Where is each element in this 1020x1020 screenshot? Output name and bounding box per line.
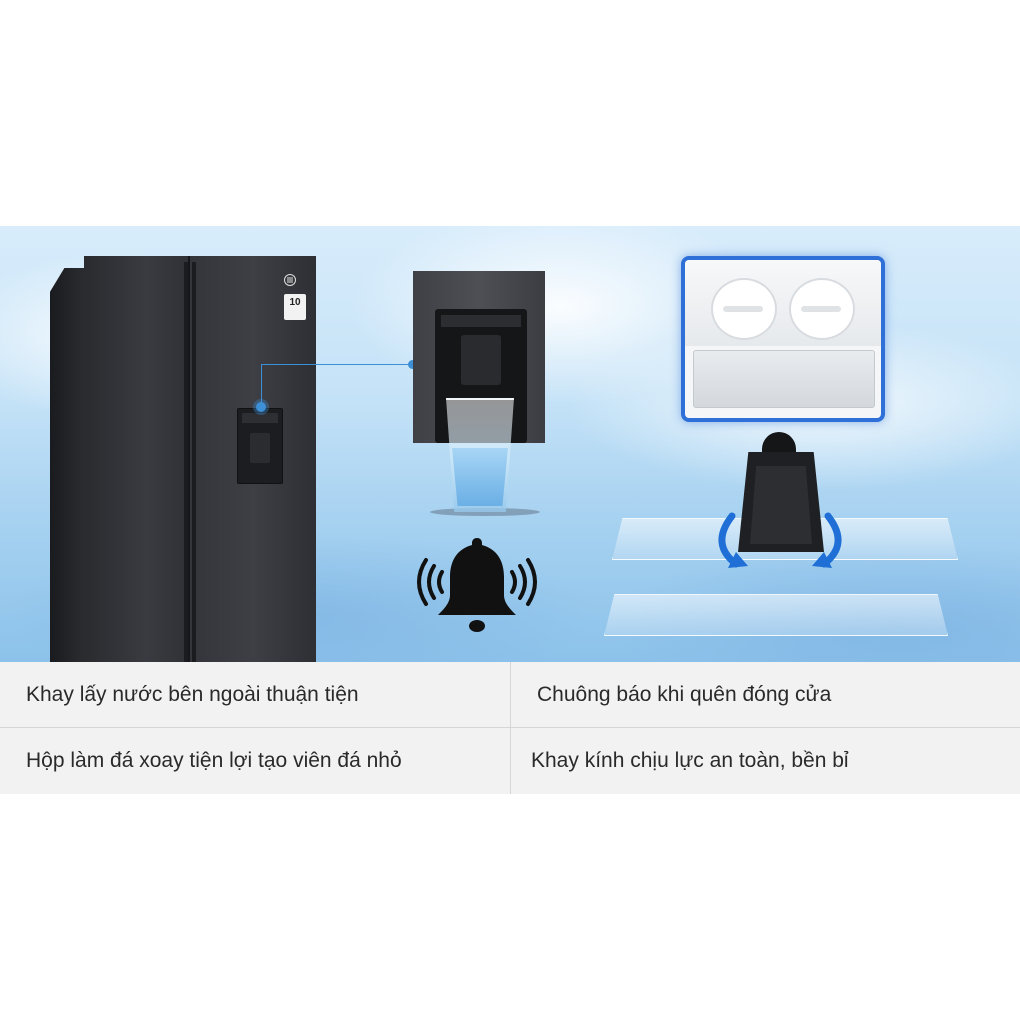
dispenser-control-panel — [242, 413, 278, 423]
fridge-side-panel — [50, 268, 86, 662]
callout-line-horizontal — [261, 364, 413, 365]
ice-mount-panel — [750, 466, 812, 544]
water-in-glass — [452, 448, 508, 506]
closeup-lever — [461, 335, 501, 385]
callout-dot-start — [256, 402, 266, 412]
callout-line-vertical — [261, 364, 262, 406]
glass-shelf-lower — [604, 594, 948, 636]
glass-shadow — [430, 508, 540, 516]
dispenser-nozzle — [250, 433, 270, 463]
bell-ringing-icon — [416, 532, 538, 636]
table-column-divider — [510, 662, 511, 794]
hero-banner: 10 — [0, 226, 1020, 662]
ice-tray — [693, 350, 875, 408]
water-dispenser — [237, 408, 283, 484]
feature-table: Khay lấy nước bên ngoài thuận tiện Chuôn… — [0, 662, 1020, 794]
dispenser-closeup-image — [413, 271, 545, 443]
feature-door-alarm: Chuông báo khi quên đóng cửa — [537, 682, 832, 706]
closeup-control-strip — [441, 315, 521, 327]
callout-dot-end — [408, 360, 417, 369]
feature-external-water-dispenser: Khay lấy nước bên ngoài thuận tiện — [26, 682, 359, 706]
electrolux-logo-icon — [278, 274, 302, 292]
fridge-left-door — [84, 256, 190, 662]
fridge-right-handle — [192, 262, 196, 662]
feature-tempered-glass-shelves: Khay kính chịu lực an toàn, bền bỉ — [531, 748, 849, 772]
ice-maker-image — [681, 256, 885, 422]
feature-twist-ice-maker: Hộp làm đá xoay tiện lợi tạo viên đá nhỏ — [26, 748, 402, 772]
fridge-left-handle — [184, 262, 188, 662]
warranty-badge: 10 — [284, 294, 306, 320]
ice-knob-left — [711, 278, 777, 340]
rotate-arrows-icon — [710, 508, 850, 574]
side-by-side-fridge-image: 10 — [50, 254, 316, 662]
ice-knob-right — [789, 278, 855, 340]
